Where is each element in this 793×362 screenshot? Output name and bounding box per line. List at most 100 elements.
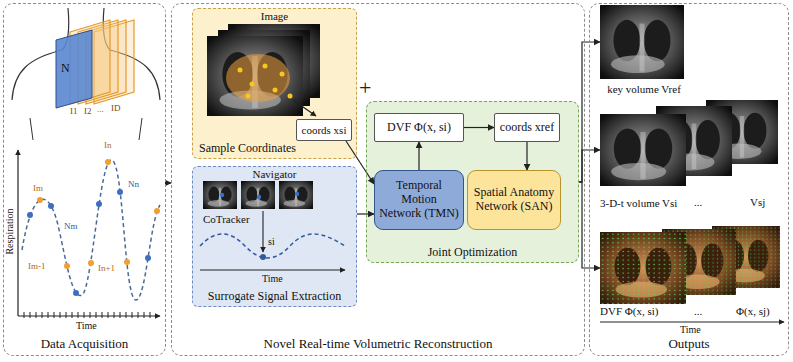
sample-point <box>273 88 278 93</box>
group-text: CoTracker <box>203 213 286 226</box>
axis-ticks <box>24 312 150 318</box>
connector-arrow <box>464 127 494 128</box>
axis <box>17 150 18 316</box>
output-volume: 3-D-t volume Vsi <box>600 98 786 210</box>
coords-box: coords xref <box>494 113 560 142</box>
axis-label: Time <box>76 320 97 331</box>
box-label: Spatial Anatomy Network (SAN) <box>472 186 556 214</box>
volume-image <box>600 114 686 186</box>
navigator-dot <box>145 255 151 261</box>
connector-arrow <box>346 141 374 184</box>
slice-label: I1 <box>70 107 78 117</box>
box-label: DVF Φ(x, si) <box>387 121 451 135</box>
respiration-curve <box>22 160 160 300</box>
tracked-point <box>257 195 261 199</box>
group-title: DVF Φ(x, si) <box>600 305 696 318</box>
image-dot <box>88 260 94 266</box>
axis-label: Respiration <box>4 199 15 265</box>
axis <box>200 269 345 270</box>
navigator-slice <box>56 30 92 108</box>
sample-point <box>288 94 293 99</box>
liver-region <box>226 54 290 102</box>
connector-arrow <box>418 142 419 170</box>
panel: Outputs key volume Vref 3-D-t volume VsiDV… <box>589 3 789 356</box>
mri-image <box>207 36 303 116</box>
group-title: Data Acquisition <box>4 337 165 352</box>
navigator-dot <box>117 189 123 195</box>
panel: Novel Real-time Volumetric Reconstructio… <box>171 3 585 356</box>
pointer-arrow <box>293 100 316 116</box>
dvf-box: DVF Φ(x, si) <box>374 113 464 142</box>
operator-symbol: + <box>359 76 371 100</box>
connector-arrow <box>526 142 527 170</box>
output-volume: key volume Vref <box>600 4 688 96</box>
image-dot <box>154 208 160 214</box>
navigator-dot <box>96 201 102 207</box>
signal-dot <box>260 254 266 260</box>
group-title: key volume Vref <box>596 83 692 96</box>
coords-box: coords xsi <box>296 119 352 141</box>
point-label: In <box>104 141 112 151</box>
group-text: Sample Coordinates <box>199 142 356 156</box>
point-label: Im-1 <box>28 262 46 272</box>
box-label: Temporal Motion Network (TMN) <box>379 179 459 220</box>
box-label: coords xsi <box>302 124 347 137</box>
group-fill <box>366 101 579 263</box>
image-dot <box>124 259 130 265</box>
point-label: In+1 <box>98 264 115 274</box>
slice-label: N <box>61 62 70 75</box>
navigator-image <box>241 181 275 209</box>
panel: Data Acquisition <box>3 3 166 356</box>
time-axis <box>600 321 784 322</box>
surrogate-curve <box>200 234 345 258</box>
group-text: Surrogate Signal Extraction <box>193 290 356 304</box>
axis-label: Time <box>262 273 283 284</box>
group-fill <box>192 166 357 307</box>
sample-point <box>280 72 285 77</box>
group-title: Image <box>193 10 356 23</box>
point-label: Nm <box>64 222 78 232</box>
navigator-dot <box>48 203 54 209</box>
sample-point <box>263 64 268 69</box>
navigator-dot <box>73 290 79 296</box>
group-title: Novel Real-time Volumetric Reconstructio… <box>172 337 584 352</box>
tracking-arrow <box>262 211 263 252</box>
ellipsis: ... <box>694 196 702 208</box>
point-label: Im <box>33 184 43 194</box>
image-dot <box>105 159 111 165</box>
group-title: Navigator <box>193 168 356 181</box>
point-label: Nn <box>128 180 139 190</box>
axis <box>18 315 160 316</box>
group-title: 3-D-t volume Vsi <box>600 197 696 210</box>
volume-label: Vsj <box>750 196 765 208</box>
tracked-point <box>220 193 224 197</box>
group-title: Joint Optimization <box>367 246 578 260</box>
axis-label: Time <box>680 324 701 335</box>
navigator-image <box>203 181 237 209</box>
dvf-image <box>600 232 686 304</box>
sample-point <box>238 68 243 73</box>
slice-label: ID <box>111 104 121 114</box>
box-label: coords xref <box>500 121 554 135</box>
dvf-label: Φ(x, sj) <box>736 305 770 317</box>
tracked-point <box>295 192 299 196</box>
navigator-dot <box>27 212 33 218</box>
volume-image <box>600 5 684 79</box>
image-dot <box>64 263 70 269</box>
ellipsis: ... <box>694 305 702 317</box>
network-box: Spatial Anatomy Network (SAN) <box>467 170 561 230</box>
optimization-box: Joint Optimization DVF Φ(x, si) coords xre… <box>366 101 579 263</box>
group-title: Outputs <box>590 337 788 352</box>
network-box: Temporal Motion Network (TMN) <box>374 170 464 230</box>
sample-point <box>246 94 251 99</box>
body-outline <box>30 118 142 140</box>
image-dot <box>37 197 43 203</box>
ellipsis: ... <box>97 105 104 115</box>
group-box: ImageSample Coordinates coords xsi <box>192 8 357 159</box>
group-fill <box>192 8 357 159</box>
output-dvf: DVF Φ(x, si) <box>600 222 786 318</box>
signal-label: si <box>268 236 275 247</box>
sample-point <box>250 82 255 87</box>
slice-label: I2 <box>84 107 92 117</box>
